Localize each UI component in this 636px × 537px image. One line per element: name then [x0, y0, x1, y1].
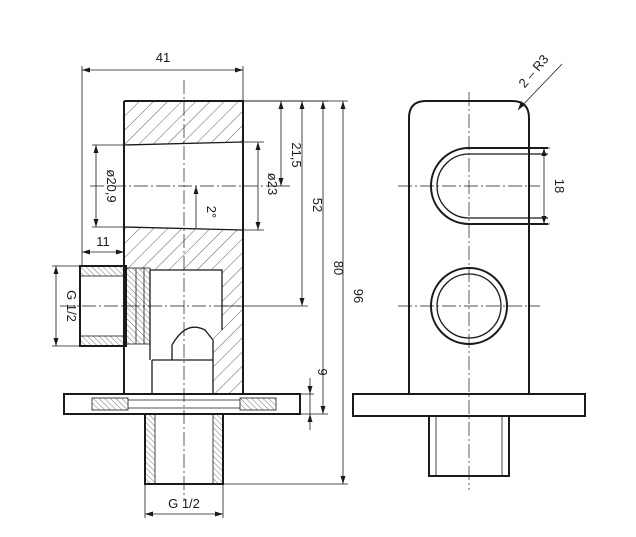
label-angle: 2°: [204, 206, 219, 218]
label-52: 52: [310, 198, 325, 212]
label-g-side: G 1/2: [64, 290, 79, 322]
side-fitting-thread: [79, 265, 127, 277]
flange-gasket-left: [91, 397, 129, 411]
inner-cavity: [150, 270, 222, 394]
label-radius: 2 – R3: [515, 52, 551, 91]
label-209: ø20,9: [104, 169, 119, 202]
dim-9-arrows: [307, 386, 313, 422]
bottom-pipe-thread-r: [212, 413, 224, 485]
dim-18-arrows: [541, 148, 547, 224]
bore-top: [123, 141, 244, 146]
bottom-pipe-thread-l: [144, 413, 156, 485]
bore-bottom: [123, 226, 244, 231]
label-96: 96: [351, 289, 366, 303]
label-9: 9: [315, 368, 330, 375]
label-215: 21,5: [289, 142, 304, 167]
flange-gasket-right: [239, 397, 277, 411]
cavity-lines: [149, 269, 223, 394]
angle-arrow: [193, 186, 199, 194]
radius-arrow: [518, 101, 525, 110]
label-g-bottom: G 1/2: [168, 496, 200, 511]
label-80: 80: [331, 261, 346, 275]
label-11: 11: [96, 234, 110, 249]
label-18: 18: [552, 179, 567, 193]
label-23: ø23: [265, 173, 280, 195]
valve-seat: [152, 326, 214, 361]
side-fitting-thread-b: [79, 335, 127, 347]
front-view: 18 2 – R3: [352, 52, 586, 490]
label-41: 41: [156, 50, 170, 65]
radius-leader: [517, 63, 563, 111]
dim-g-bottom-arrows: [145, 511, 223, 517]
section-view: 41 ø20,9 11 G 1/2 2° ø23 21,5: [52, 50, 366, 518]
dim-g-side-arrows: [53, 266, 59, 346]
